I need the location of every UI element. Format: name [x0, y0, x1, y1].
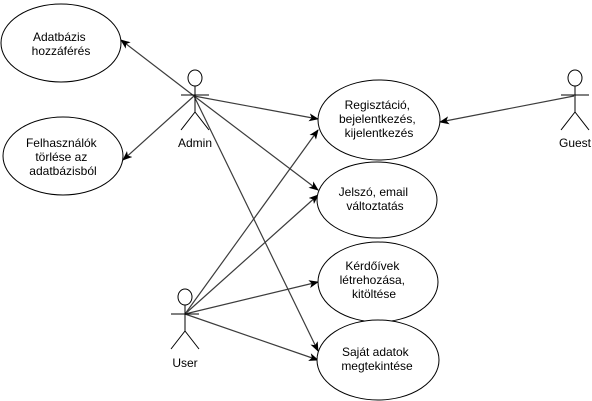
use-case-label-line: Regisztáció, — [345, 98, 410, 112]
actor-label: Guest — [559, 136, 592, 150]
use-case-label-line: törlése az — [35, 150, 87, 164]
use-case-label-line: bejelentkezés, — [339, 112, 416, 126]
use-case-label-line: Felhasználók — [26, 136, 98, 150]
association-line-admin-db_access — [120, 39, 195, 97]
svg-text:Saját adatok megtekintés: Saját adatok megtekintése — [341, 345, 413, 373]
use-case-questionnaires[interactable]: Kérdőívek létrehozása, kitöltése — [317, 241, 439, 323]
use-case-label-line: változtatás — [346, 199, 403, 213]
association-lines — [120, 39, 575, 361]
stick-figure-icon — [170, 288, 200, 350]
use-case-change-password-email[interactable]: Jelszó, email változtatás — [316, 161, 438, 239]
association-line-admin-delete_users — [122, 95, 195, 161]
use-case-label-line: hozzáférés — [32, 44, 91, 58]
stick-figure-icon — [560, 69, 590, 131]
association-line-admin-register — [193, 95, 319, 122]
association-line-user-change_pw — [184, 194, 319, 315]
actor-admin[interactable]: Admin — [178, 69, 212, 150]
use-case-label-line: kijelentkezés — [345, 126, 414, 140]
svg-text:Felhasználók törlése az: Felhasználók törlése az adatbázisból — [26, 136, 100, 178]
association-line-admin-own_data — [193, 95, 319, 352]
use-case-view-own-data[interactable]: Saját adatok megtekintése — [316, 319, 440, 401]
use-case-label-line: kitöltése — [352, 287, 396, 301]
use-case-label-line: adatbázisból — [29, 164, 96, 178]
association-line-user-questionnaires — [184, 280, 319, 315]
actor-guest[interactable]: Guest — [559, 69, 592, 150]
use-case-label-line: Kérdőívek — [345, 259, 400, 273]
association-line-guest-register — [439, 95, 575, 125]
use-case-label-line: Jelszó, email — [339, 185, 408, 199]
actor-user[interactable]: User — [170, 288, 200, 370]
actor-label: Admin — [178, 136, 212, 150]
actor-label: User — [172, 356, 197, 370]
use-case-database-access[interactable]: Adatbázis hozzáférés — [0, 3, 122, 83]
svg-text:Jelszó, email változtatá: Jelszó, email változtatás — [339, 185, 412, 213]
use-case-label-line: Adatbázis — [33, 30, 86, 44]
stick-figure-icon — [180, 69, 210, 131]
use-case-label-line: megtekintése — [341, 359, 413, 373]
use-case-label-line: Saját adatok — [342, 345, 410, 359]
association-line-user-own_data — [184, 313, 319, 361]
use-case-label-line: létrehozása, — [340, 273, 405, 287]
use-case-registration-login[interactable]: Regisztáció, bejelentkezés, kijelentkezé… — [317, 79, 441, 161]
svg-text:Kérdőívek létrehozása,: Kérdőívek létrehozása, kitöltése — [340, 259, 409, 301]
use-case-delete-users[interactable]: Felhasználók törlése az adatbázisból — [2, 116, 124, 196]
svg-text:Adatbázis hozzáférés: Adatbázis hozzáférés — [32, 30, 91, 58]
association-line-user-register — [184, 129, 319, 315]
svg-text:Regisztáció, bejelentkez: Regisztáció, bejelentkezés, kijelentkezé… — [339, 98, 419, 140]
association-line-admin-change_pw — [193, 95, 319, 191]
